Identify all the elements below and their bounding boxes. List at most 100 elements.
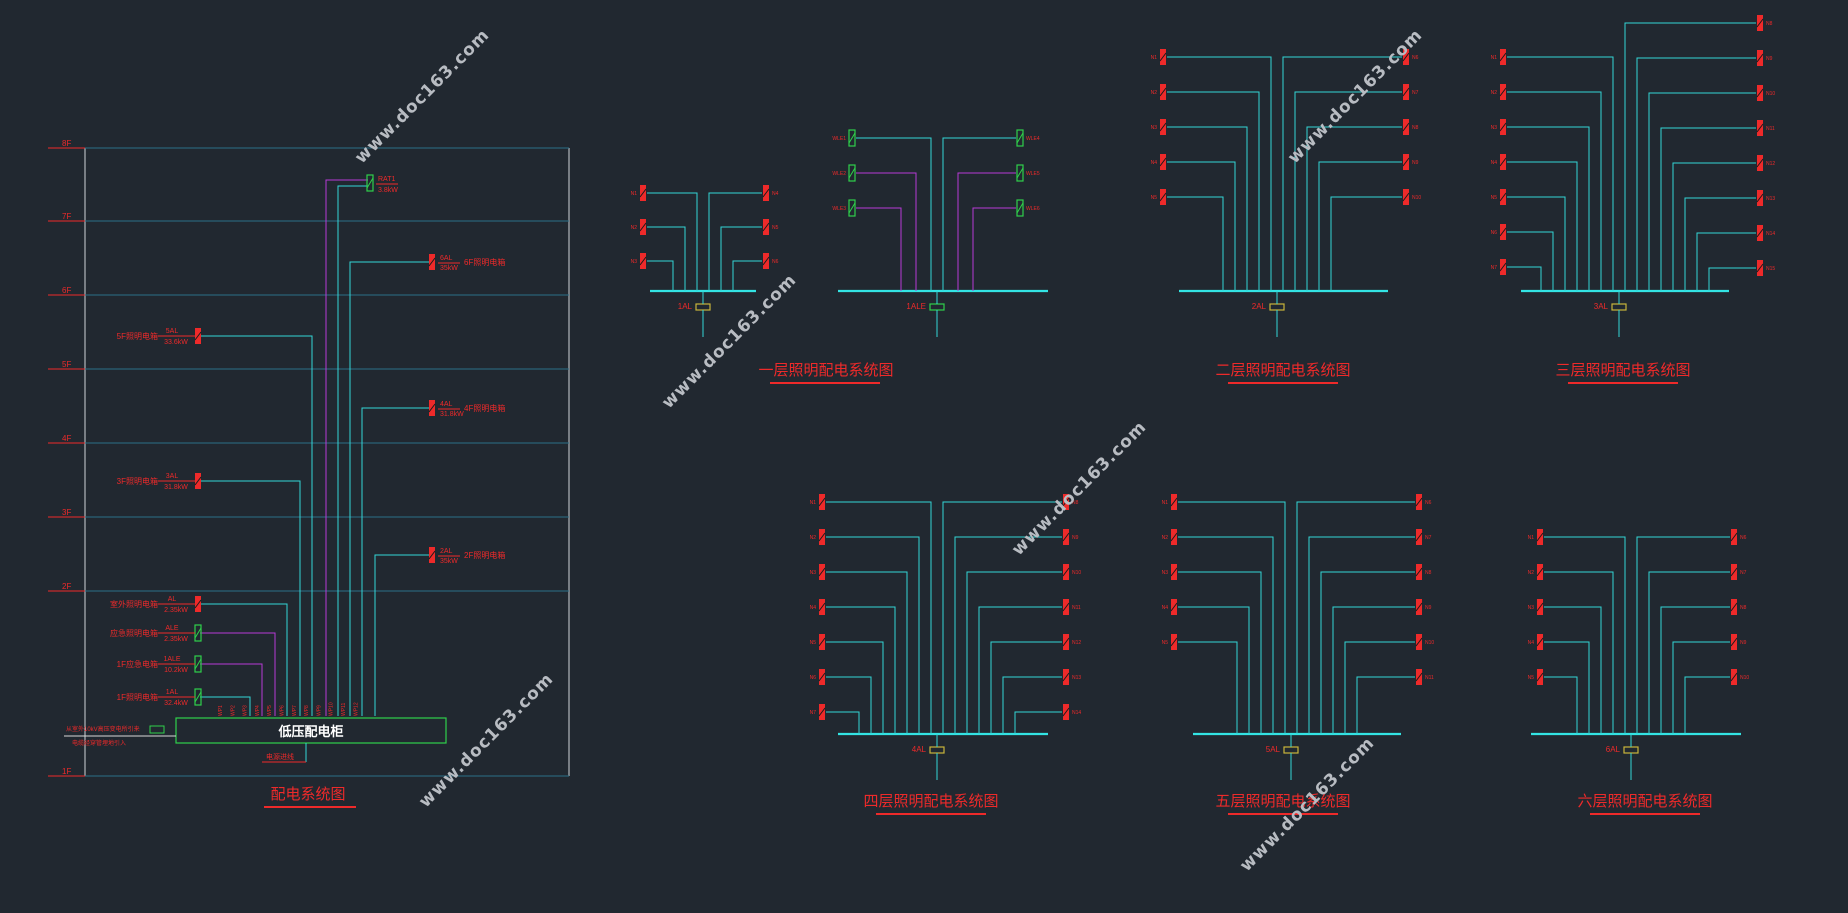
- left-breaker-f5: [1170, 529, 1178, 545]
- left-breaker-f1e: [848, 199, 856, 217]
- right-circuit-id: N6: [1425, 500, 1432, 506]
- feeder-breaker-6AL: [428, 254, 436, 270]
- left-circuit-id: N4: [1151, 160, 1158, 166]
- left-branch-f1: [647, 192, 698, 291]
- right-branch-f6: [1684, 676, 1730, 734]
- incoming-meter: [149, 725, 165, 734]
- left-breaker-f2: [1159, 154, 1167, 170]
- right-breaker-f3: [1756, 190, 1764, 206]
- right-circuit-id: N10: [1425, 640, 1434, 646]
- right-breaker-f3: [1756, 155, 1764, 171]
- circuit-id: WP6: [280, 705, 286, 716]
- right-branch-f6: [1648, 571, 1730, 734]
- floor-label-3F: 3F: [62, 508, 71, 517]
- right-branch-f5: [1308, 536, 1415, 734]
- feeder-id-4AL: 4AL: [440, 401, 453, 408]
- right-circuit-id: N9: [1766, 56, 1773, 62]
- right-breaker-f2-slash: [1402, 192, 1410, 202]
- left-breaker-f3-slash: [1499, 52, 1507, 62]
- right-branch-f5: [1356, 676, 1415, 734]
- feeder-desc-5AL: 5F照明电箱: [117, 331, 158, 341]
- left-breaker-f1e-slash: [848, 132, 856, 144]
- left-breaker-f4-slash: [818, 637, 826, 647]
- circuit-id: WP10: [329, 702, 335, 716]
- feeder-breaker-3AL-slash: [194, 476, 202, 486]
- left-breaker-f5-slash: [1170, 602, 1178, 612]
- left-circuit-id: N3: [631, 259, 638, 265]
- right-breaker-f2-slash: [1402, 87, 1410, 97]
- right-breaker-f3-slash: [1756, 123, 1764, 133]
- left-circuit-id: N1: [631, 191, 638, 197]
- right-circuit-id: WLE5: [1026, 171, 1040, 177]
- right-breaker-f3: [1756, 50, 1764, 66]
- panel-label-f2: 2AL: [1252, 302, 1267, 311]
- left-circuit-id: N1: [1528, 535, 1535, 541]
- right-branch-f2: [1330, 196, 1402, 291]
- left-branch-f1: [647, 260, 674, 291]
- right-branch-f6: [1636, 536, 1730, 734]
- panel-label-f3: 3AL: [1594, 302, 1609, 311]
- feeder-wire-RAT1: [325, 179, 368, 716]
- right-circuit-id: N11: [1072, 605, 1081, 611]
- right-breaker-f5-slash: [1415, 602, 1423, 612]
- left-branch-f5: [1178, 536, 1274, 734]
- panel-label-f1e: 1ALE: [906, 302, 926, 311]
- left-breaker-f4-slash: [818, 672, 826, 682]
- left-circuit-id: N2: [810, 535, 817, 541]
- floor1-title: 一层照明配电系统图: [758, 362, 893, 379]
- floor3-title: 三层照明配电系统图: [1555, 362, 1690, 379]
- left-branch-f3: [1507, 266, 1542, 291]
- left-breaker-f5-slash: [1170, 567, 1178, 577]
- right-branch-f1: [708, 192, 762, 291]
- left-breaker-f1e-body: [848, 199, 856, 217]
- left-branch-f2: [1167, 56, 1272, 291]
- right-breaker-f4-slash: [1062, 602, 1070, 612]
- feeder-wire-3AL: [200, 480, 301, 716]
- right-breaker-f2: [1402, 119, 1410, 135]
- left-circuit-id: N5: [810, 640, 817, 646]
- feeder-id-5AL: 5AL: [166, 328, 179, 335]
- right-breaker-f2: [1402, 189, 1410, 205]
- right-breaker-f3: [1756, 120, 1764, 136]
- feeder-wire-6AL: [349, 261, 430, 716]
- right-branch-f4: [978, 606, 1062, 734]
- feeder-id-1AL: 1AL: [166, 689, 179, 696]
- right-branch-f2: [1306, 126, 1402, 291]
- right-breaker-f1: [762, 219, 770, 235]
- circuit-id: WP1: [218, 705, 224, 716]
- left-circuit-id: N2: [631, 225, 638, 231]
- left-breaker-f6: [1536, 564, 1544, 580]
- feeder-desc-3AL: 3F照明电箱: [117, 476, 158, 486]
- right-breaker-f6: [1730, 529, 1738, 545]
- floor2-title: 二层照明配电系统图: [1215, 362, 1350, 379]
- right-branch-f4: [942, 501, 1062, 734]
- right-breaker-f3-slash: [1756, 263, 1764, 273]
- right-circuit-id: N7: [1740, 570, 1747, 576]
- feeder-id-1ALE: 1ALE: [163, 656, 180, 663]
- right-breaker-f6-slash: [1730, 672, 1738, 682]
- feeder-desc-1ALE: 1F应急电箱: [117, 659, 158, 669]
- right-breaker-f6: [1730, 564, 1738, 580]
- feeder-desc-6AL: 6F照明电箱: [464, 257, 505, 267]
- feeder-breaker-RAT1-body: [366, 174, 374, 192]
- feeder-power-AL: 2.35kW: [164, 607, 188, 614]
- circuit-id: WP4: [255, 705, 261, 716]
- right-breaker-f1e-body: [1016, 129, 1024, 147]
- right-circuit-id: N6: [1412, 55, 1419, 61]
- left-breaker-f5-slash: [1170, 532, 1178, 542]
- left-branch-f4: [826, 711, 860, 734]
- right-circuit-id: N14: [1766, 231, 1775, 237]
- feeder-breaker-1ALE-slash: [194, 658, 202, 670]
- right-circuit-id: N10: [1766, 91, 1775, 97]
- left-breaker-f4-slash: [818, 567, 826, 577]
- left-breaker-f6-slash: [1536, 602, 1544, 612]
- left-branch-f1e: [856, 207, 902, 291]
- left-breaker-f3: [1499, 84, 1507, 100]
- right-breaker-f1e-slash: [1016, 202, 1024, 214]
- left-circuit-id: N4: [1162, 605, 1169, 611]
- right-branch-f6: [1672, 641, 1730, 734]
- right-circuit-id: N8: [1425, 570, 1432, 576]
- cabinet-box: [175, 717, 447, 744]
